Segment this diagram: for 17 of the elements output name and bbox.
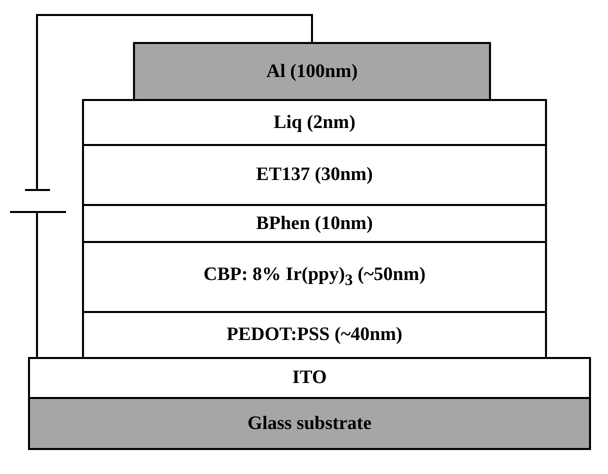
layer-label: ITO — [292, 367, 327, 389]
layer-label: BPhen (10nm) — [256, 212, 373, 234]
layer-label: Liq (2nm) — [274, 112, 356, 134]
wire — [36, 14, 313, 357]
layer-label: Al (100nm) — [266, 60, 358, 82]
layer-label: PEDOT:PSS (~40nm) — [226, 324, 402, 346]
substrate-layer — [28, 397, 591, 450]
layer-label: CBP: 8% Ir(ppy)$_{3}$ (~50nm) — [203, 264, 426, 290]
electrode-layer — [28, 357, 591, 399]
device-layer — [82, 311, 547, 359]
device-layer — [82, 144, 547, 206]
device-layer — [82, 204, 547, 243]
electrode-layer — [133, 42, 491, 101]
device-layer — [82, 241, 547, 313]
layer-label: ET137 (30nm) — [256, 164, 373, 186]
layer-label: Glass substrate — [247, 412, 372, 434]
device-layer — [82, 99, 547, 146]
